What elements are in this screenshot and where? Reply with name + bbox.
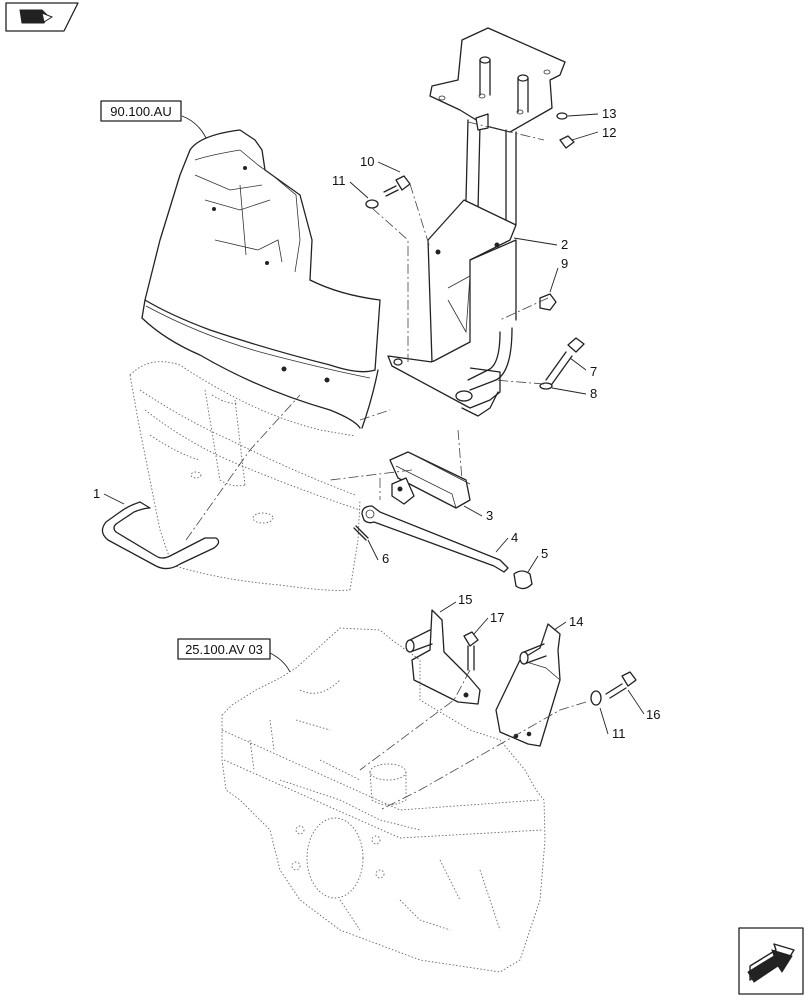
callout-11-top[interactable]: 11 [332, 173, 369, 199]
callout-number: 8 [590, 386, 597, 401]
callout-5[interactable]: 5 [527, 546, 548, 573]
part-14-support[interactable] [495, 623, 561, 747]
callout-2[interactable]: 2 [513, 237, 568, 252]
callout-6[interactable]: 6 [367, 539, 389, 566]
callout-number: 11 [612, 726, 626, 741]
callout-7[interactable]: 7 [569, 357, 597, 379]
part-9-nut[interactable] [539, 293, 557, 311]
callout-number: 6 [382, 551, 389, 566]
callout-4[interactable]: 4 [495, 530, 518, 553]
front-frame [221, 627, 546, 973]
callout-11-bottom[interactable]: 11 [599, 707, 626, 741]
callout-number: 12 [602, 125, 616, 140]
reference-box-90-100-au[interactable]: 90.100.AU [100, 100, 207, 139]
callout-number: 4 [511, 530, 518, 545]
callout-10[interactable]: 10 [360, 154, 401, 173]
callout-number: 10 [360, 154, 374, 169]
callout-number: 14 [569, 614, 583, 629]
part-5-knob[interactable] [513, 570, 533, 590]
callout-9[interactable]: 9 [549, 256, 568, 293]
callout-number: 7 [590, 364, 597, 379]
part-10-bolt[interactable] [383, 175, 411, 197]
part-2-support-bracket[interactable] [387, 27, 566, 417]
callout-number: 5 [541, 546, 548, 561]
part-13-washer[interactable] [556, 112, 568, 120]
callout-number: 1 [93, 486, 100, 501]
callout-3[interactable]: 3 [463, 505, 493, 523]
callout-13[interactable]: 13 [567, 106, 616, 121]
part-8-washer[interactable] [539, 382, 553, 390]
part-11-washer-bottom[interactable] [590, 690, 602, 706]
callout-number: 16 [646, 707, 660, 722]
reference-label: 90.100.AU [110, 104, 171, 119]
part-7-bolt[interactable] [545, 337, 585, 385]
callout-number: 17 [490, 610, 504, 625]
part-16-bolt[interactable] [605, 671, 637, 699]
callout-16[interactable]: 16 [627, 689, 660, 722]
reference-box-25-100-av-03[interactable]: 25.100.AV 03 [177, 638, 291, 673]
part-15-support[interactable] [405, 609, 481, 705]
callout-number: 3 [486, 508, 493, 523]
part-11-washer-top[interactable] [365, 199, 379, 209]
callout-number: 13 [602, 106, 616, 121]
callout-1[interactable]: 1 [93, 486, 125, 505]
book-icon[interactable] [5, 2, 79, 32]
next-page-arrow-icon[interactable] [738, 927, 804, 995]
callout-number: 11 [332, 173, 346, 188]
part-12-bolt[interactable] [559, 135, 575, 149]
callout-number: 15 [458, 592, 472, 607]
part-17-bolt[interactable] [463, 631, 479, 671]
part-3-latch[interactable] [389, 451, 471, 509]
callout-15[interactable]: 15 [439, 592, 472, 613]
callout-8[interactable]: 8 [551, 386, 597, 401]
callout-12[interactable]: 12 [571, 125, 616, 141]
upper-counterweight [141, 129, 381, 429]
part-4-rod[interactable] [361, 505, 509, 573]
lower-counterweight [129, 361, 361, 591]
reference-label: 25.100.AV 03 [185, 642, 263, 657]
part-6-pin[interactable] [353, 525, 369, 541]
callouts: 1 2 3 4 5 6 7 8 [93, 106, 660, 741]
center-lines [185, 121, 587, 811]
callout-14[interactable]: 14 [553, 614, 583, 631]
callout-number: 2 [561, 237, 568, 252]
callout-number: 9 [561, 256, 568, 271]
part-1-handle[interactable] [101, 501, 220, 570]
callout-17[interactable]: 17 [473, 610, 504, 635]
